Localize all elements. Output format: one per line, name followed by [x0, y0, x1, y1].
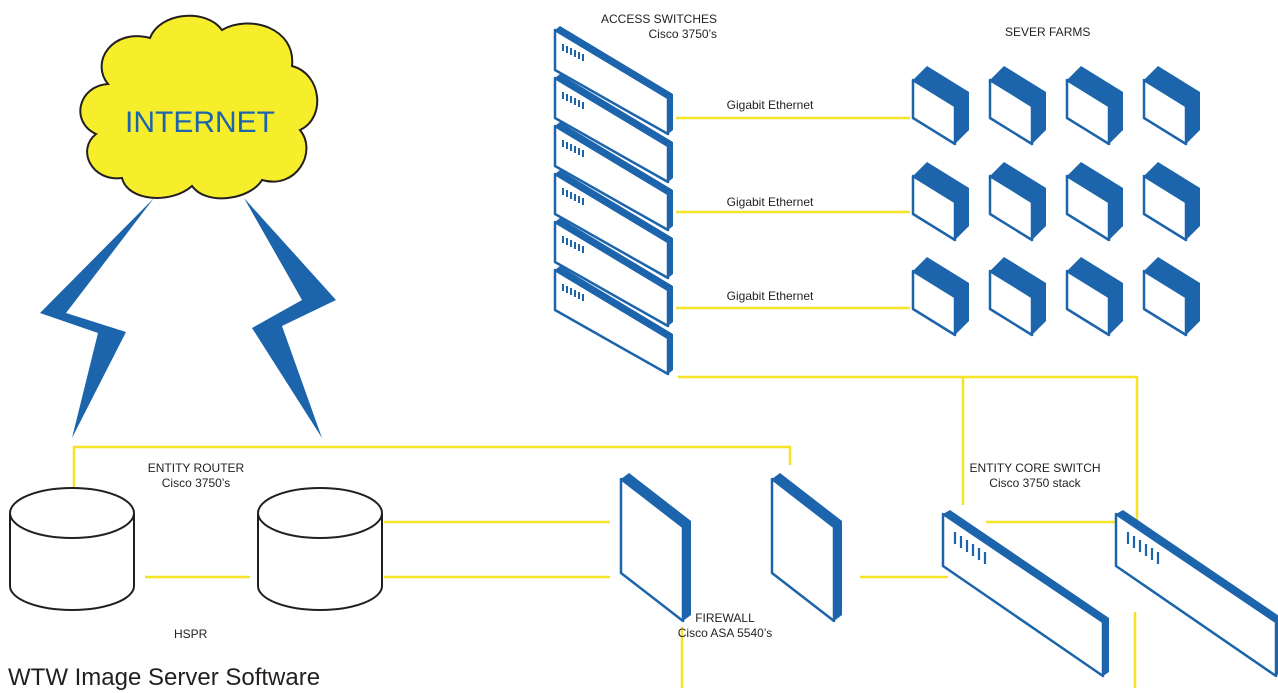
firewall-title: FIREWALL	[695, 611, 755, 625]
router-icon	[9, 487, 135, 611]
software-label: WTW Image Server Software	[8, 664, 321, 691]
gigabit-link-label: Gigabit Ethernet	[726, 98, 814, 112]
network-links	[72, 116, 1139, 688]
internet-label: INTERNET	[125, 106, 275, 139]
access-switches-model: Cisco 3750’s	[648, 27, 717, 41]
server-icon	[1142, 160, 1202, 242]
access-switches-title: ACCESS SWITCHES	[600, 12, 717, 26]
server-icon	[1142, 64, 1202, 146]
core-switch-icon	[941, 508, 1111, 678]
core-switch-model: Cisco 3750 stack	[989, 476, 1081, 490]
server-icon	[988, 160, 1048, 242]
server-farm	[911, 64, 1202, 337]
server-icon	[911, 160, 971, 242]
server-farms-title: SEVER FARMS	[1005, 25, 1091, 39]
firewall-icon	[619, 471, 693, 623]
hspr-label: HSPR	[174, 627, 208, 641]
gigabit-link-label: Gigabit Ethernet	[726, 289, 814, 303]
firewall-icon	[770, 471, 844, 623]
gigabit-link-label: Gigabit Ethernet	[726, 195, 814, 209]
server-icon	[1142, 255, 1202, 337]
server-icon	[1065, 255, 1125, 337]
lightning-bolt-right-icon	[244, 198, 336, 438]
server-icon	[988, 255, 1048, 337]
server-icon	[988, 64, 1048, 146]
entity-router-title: ENTITY ROUTER	[147, 461, 245, 475]
lightning-bolt-left-icon	[40, 198, 154, 438]
core-switch-title: ENTITY CORE SWITCH	[969, 461, 1101, 475]
server-icon	[911, 255, 971, 337]
firewall-model: Cisco ASA 5540’s	[677, 626, 773, 640]
access-switch-stack	[553, 24, 675, 376]
server-icon	[1065, 160, 1125, 242]
server-icon	[1065, 64, 1125, 146]
internet-cloud	[79, 14, 319, 200]
server-icon	[911, 64, 971, 146]
entity-router-model: Cisco 3750’s	[161, 476, 231, 490]
router-icon	[257, 487, 383, 611]
core-switch-icon	[1114, 508, 1278, 678]
